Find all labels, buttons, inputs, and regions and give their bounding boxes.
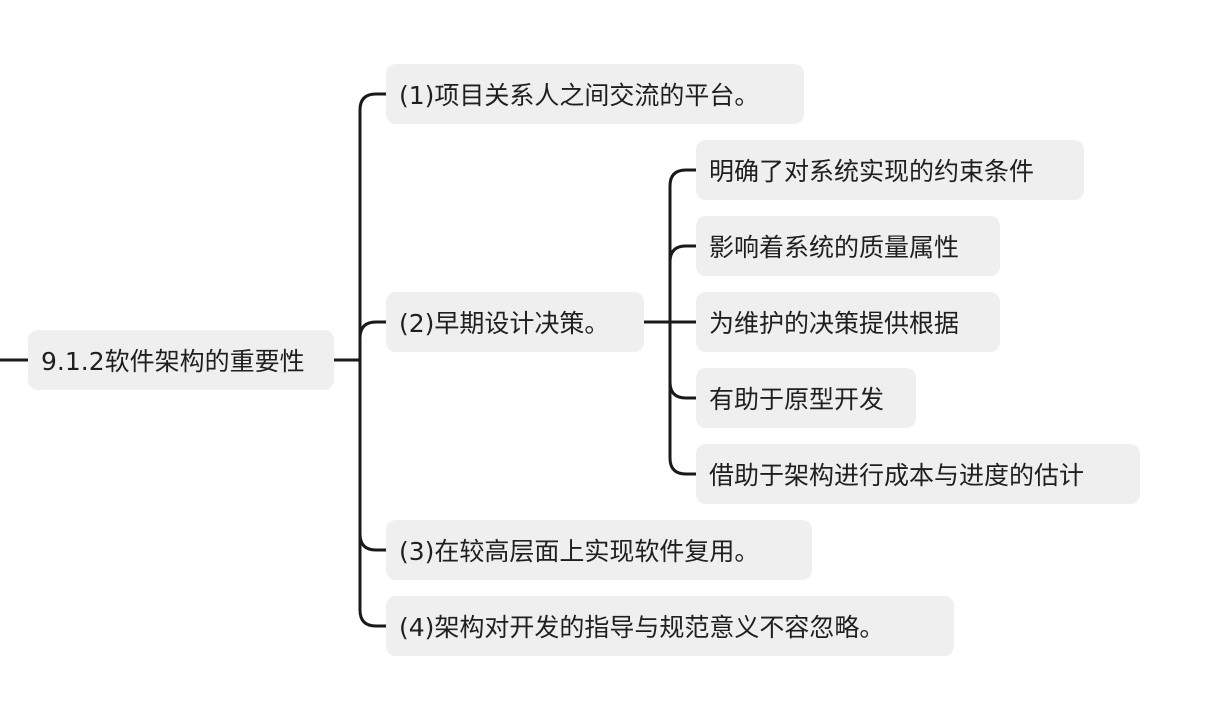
branch-topic-4[interactable]: (4)架构对开发的指导与规范意义不容忽略。 — [386, 596, 954, 656]
branch-topic-2[interactable]: (2)早期设计决策。 — [386, 292, 644, 352]
subtopic-1[interactable]: 明确了对系统实现的约束条件 — [696, 140, 1084, 200]
branch-connector-4 — [358, 360, 386, 628]
subtopic-3[interactable]: 为维护的决策提供根据 — [696, 292, 1000, 352]
child-connector-5 — [668, 322, 696, 476]
root-topic[interactable]: 9.1.2软件架构的重要性 — [28, 330, 334, 390]
subtopic-5[interactable]: 借助于架构进行成本与进度的估计 — [696, 444, 1140, 504]
branch-topic-label: (2)早期设计决策。 — [399, 309, 610, 338]
child-connector-2 — [668, 244, 696, 322]
root-topic-label: 9.1.2软件架构的重要性 — [41, 347, 305, 376]
branch-connector-3 — [358, 360, 386, 552]
branch-topic-label: (4)架构对开发的指导与规范意义不容忽略。 — [399, 613, 885, 642]
branch-connector-1 — [358, 92, 386, 360]
subtopic-label: 明确了对系统实现的约束条件 — [709, 157, 1035, 186]
child-connector-4 — [668, 322, 696, 400]
branch-topic-3[interactable]: (3)在较高层面上实现软件复用。 — [386, 520, 812, 580]
branch-topic-label: (3)在较高层面上实现软件复用。 — [399, 537, 760, 566]
branch-topic-1[interactable]: (1)项目关系人之间交流的平台。 — [386, 64, 804, 124]
subtopic-label: 借助于架构进行成本与进度的估计 — [709, 461, 1085, 490]
branch-topic-label: (1)项目关系人之间交流的平台。 — [399, 81, 760, 110]
child-connector-1 — [668, 168, 696, 322]
subtopic-label: 影响着系统的质量属性 — [709, 233, 960, 262]
subtopic-4[interactable]: 有助于原型开发 — [696, 368, 916, 428]
branch-connector-2 — [358, 320, 386, 360]
subtopic-label: 有助于原型开发 — [709, 385, 885, 414]
subtopic-label: 为维护的决策提供根据 — [709, 309, 960, 338]
subtopic-2[interactable]: 影响着系统的质量属性 — [696, 216, 1000, 276]
